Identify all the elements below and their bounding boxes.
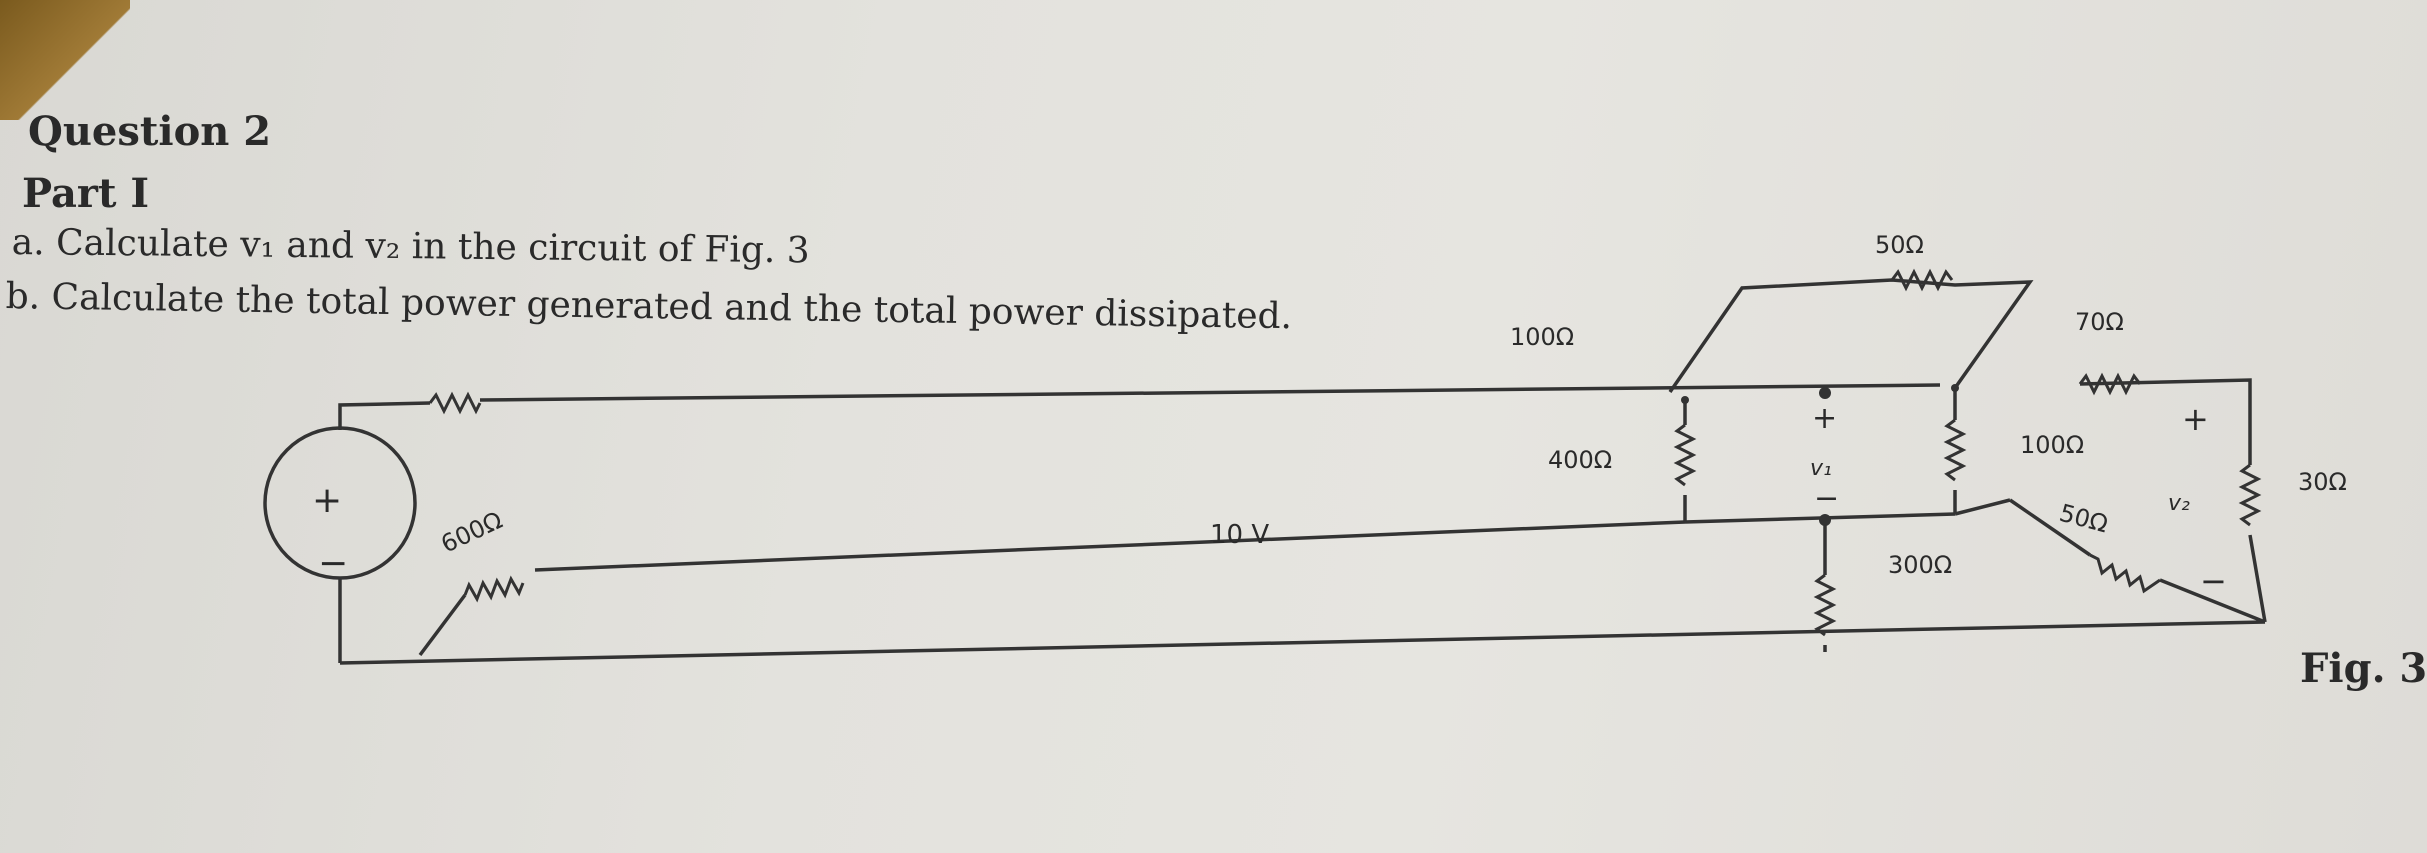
wire-50-branch: [1668, 278, 2034, 393]
node-v1-top: [1819, 387, 1831, 399]
v2-plus-label: +: [2182, 400, 2209, 438]
v2-label: v₂: [2168, 491, 2190, 516]
node-v1-bottom: [1819, 514, 1831, 526]
source-minus: −: [318, 543, 348, 584]
label-70: 70Ω: [2075, 308, 2124, 336]
node-left: [1681, 396, 1689, 404]
source-value-label: 10 V: [1210, 520, 1269, 550]
resistor-50-top: [1890, 268, 1954, 292]
v1-plus-label: +: [1812, 401, 1837, 436]
wire-left-top: [338, 401, 431, 430]
v1-minus-label: −: [1814, 481, 1839, 516]
wire-bottom-rail: [339, 620, 2266, 665]
resistor-600: [463, 575, 525, 603]
label-400: 400Ω: [1548, 446, 1612, 474]
wire-top-rail: [479, 383, 1941, 402]
label-50-top: 50Ω: [1875, 231, 1924, 259]
voltage-source: [263, 426, 417, 580]
resistor-50-low: [2089, 553, 2161, 594]
figure-label: Fig. 3: [2300, 645, 2427, 692]
wire-right-bottom: [2248, 534, 2267, 623]
wire-600-lower: [418, 593, 467, 657]
source-plus: +: [312, 480, 342, 521]
label-50-low: 50Ω: [2056, 499, 2110, 539]
wire-mid-to-100mid: [1954, 498, 2011, 516]
resistor-100-mid: [1943, 418, 1967, 482]
wire-right-top: [2079, 378, 2252, 465]
resistor-300-mid: [1813, 573, 1837, 637]
label-30: 30Ω: [2298, 468, 2347, 496]
node-right: [1951, 384, 1959, 392]
background-corner: [0, 0, 130, 120]
v1-label: v₁: [1810, 456, 1832, 481]
resistor-30: [2238, 463, 2262, 527]
resistor-70: [2078, 372, 2142, 396]
part-heading: Part I: [22, 170, 150, 217]
question-title: Question 2: [28, 108, 272, 155]
label-100-top: 100Ω: [1510, 323, 1574, 351]
resistor-100-top: [428, 391, 482, 415]
v2-minus-label: −: [2200, 562, 2227, 600]
label-300-mid: 300Ω: [1888, 551, 1952, 579]
label-100-mid: 100Ω: [2020, 431, 2084, 459]
wire-600-upper: [534, 520, 1686, 572]
wire-50low-in: [2009, 498, 2091, 557]
label-600: 600Ω: [437, 506, 507, 558]
resistor-400: [1673, 423, 1697, 487]
wire-50low-out: [2159, 578, 2266, 624]
